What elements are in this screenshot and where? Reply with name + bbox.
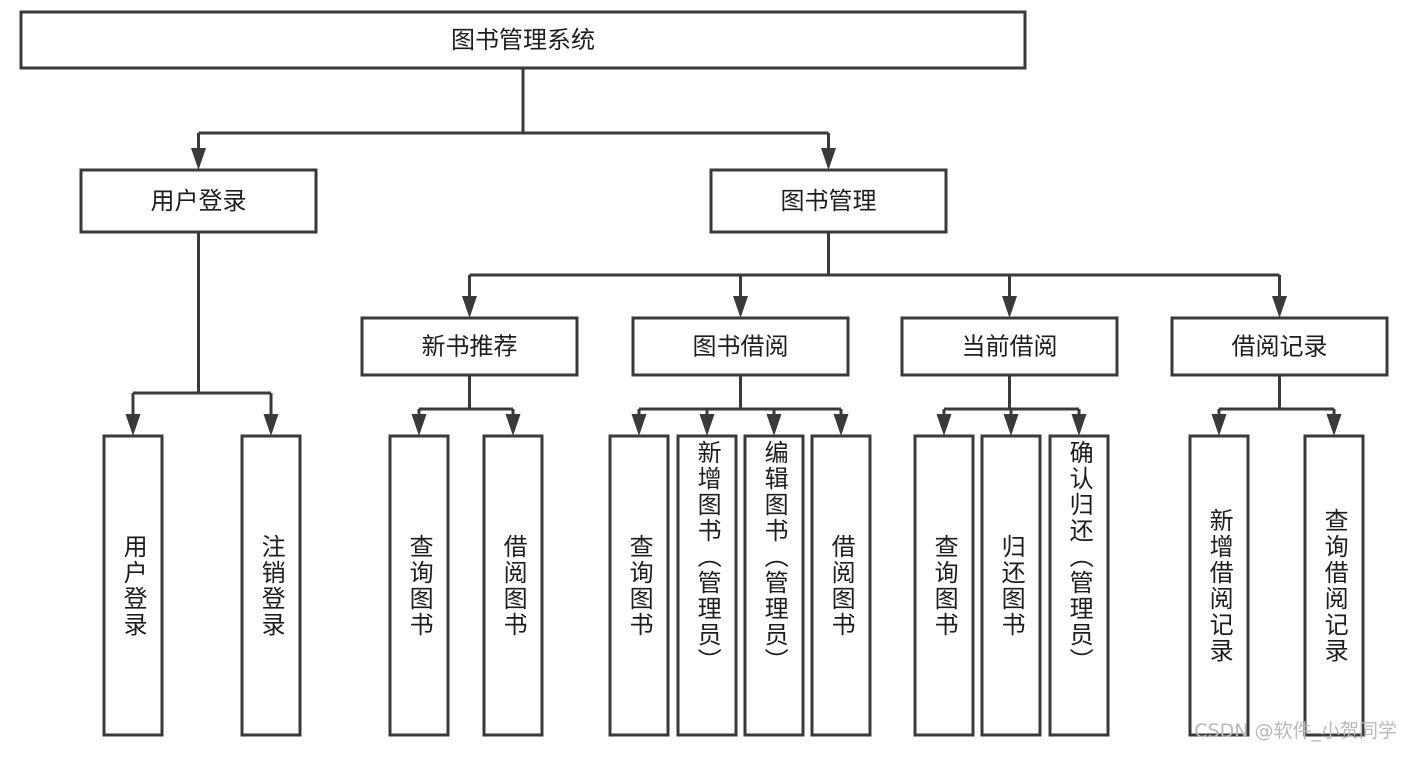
node-leaf-confirm-return[interactable] — [1048, 434, 1110, 737]
node-box-current-borrow[interactable] — [900, 316, 1119, 377]
node-label-book-manage: 图书管理 — [781, 187, 877, 215]
node-box-borrow-record[interactable] — [1170, 316, 1389, 377]
node-label-new-book-rec: 新书推荐 — [422, 333, 518, 361]
node-box-leaf-add-record[interactable] — [1188, 434, 1250, 737]
node-leaf-edit-book[interactable] — [743, 434, 805, 737]
node-box-user-login[interactable] — [79, 168, 318, 234]
node-box-leaf-return-book[interactable] — [980, 434, 1042, 737]
node-leaf-return-book[interactable] — [980, 434, 1042, 737]
node-root[interactable]: 图书管理系统 — [19, 10, 1027, 70]
node-label-book-borrow: 图书借阅 — [693, 333, 789, 361]
node-leaf-add-book[interactable] — [676, 434, 738, 737]
connector-borrowrecord-to-leaves — [1211, 375, 1342, 436]
node-box-leaf-borrow-book-rec[interactable] — [482, 434, 544, 737]
node-book-borrow[interactable]: 图书借阅 — [631, 316, 850, 377]
node-box-book-manage[interactable] — [709, 168, 948, 234]
node-box-leaf-user-logout[interactable] — [240, 434, 302, 737]
node-box-leaf-query-record[interactable] — [1303, 434, 1365, 737]
node-current-borrow[interactable]: 当前借阅 — [900, 316, 1119, 377]
node-box-leaf-add-book[interactable] — [676, 434, 738, 737]
node-leaf-user-logout[interactable] — [240, 434, 302, 737]
node-leaf-query-book-rec[interactable] — [388, 434, 450, 737]
node-leaf-query-record[interactable] — [1303, 434, 1365, 737]
node-box-leaf-query-book-cur[interactable] — [913, 434, 975, 737]
node-label-root: 图书管理系统 — [451, 26, 595, 54]
diagram-canvas: 图书管理系统用户登录图书管理新书推荐图书借阅当前借阅借阅记录 用户登录注销登录查… — [19, 10, 1397, 742]
node-leaf-user-login[interactable] — [102, 434, 164, 737]
node-box-new-book-rec[interactable] — [360, 316, 579, 377]
node-box-leaf-edit-book[interactable] — [743, 434, 805, 737]
node-box-leaf-user-login[interactable] — [102, 434, 164, 737]
node-label-current-borrow: 当前借阅 — [962, 333, 1058, 361]
connector-layer — [125, 68, 1342, 436]
node-box-leaf-confirm-return[interactable] — [1048, 434, 1110, 737]
node-box-leaf-borrow-book[interactable] — [810, 434, 872, 737]
node-label-borrow-record: 借阅记录 — [1232, 333, 1328, 361]
node-box-book-borrow[interactable] — [631, 316, 850, 377]
connector-root-to-level2 — [191, 68, 836, 170]
node-borrow-record[interactable]: 借阅记录 — [1170, 316, 1389, 377]
connector-currentborrow-to-leaves — [936, 375, 1087, 436]
node-book-manage[interactable]: 图书管理 — [709, 168, 948, 234]
connector-bookborrow-to-leaves — [631, 375, 849, 436]
node-leaf-borrow-book-rec[interactable] — [482, 434, 544, 737]
node-user-login[interactable]: 用户登录 — [79, 168, 318, 234]
connector-newbook-to-leaves — [411, 375, 521, 436]
node-box-root[interactable] — [19, 10, 1027, 70]
node-leaf-query-book-cur[interactable] — [913, 434, 975, 737]
node-box-leaf-query-book[interactable] — [608, 434, 670, 737]
node-box-leaf-query-book-rec[interactable] — [388, 434, 450, 737]
node-label-user-login: 用户登录 — [151, 187, 247, 215]
connector-userlogin-to-leaves — [125, 232, 279, 436]
node-leaf-add-record[interactable] — [1188, 434, 1250, 737]
node-leaf-borrow-book[interactable] — [810, 434, 872, 737]
connector-bookmanage-to-level3 — [462, 232, 1287, 318]
node-leaf-query-book[interactable] — [608, 434, 670, 737]
node-new-book-rec[interactable]: 新书推荐 — [360, 316, 579, 377]
